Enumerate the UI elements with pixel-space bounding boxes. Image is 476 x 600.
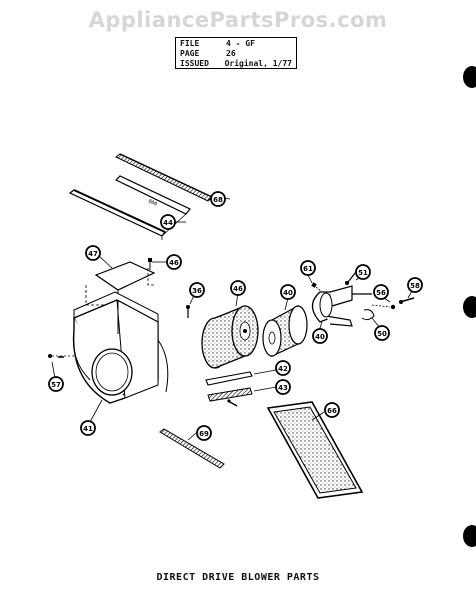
bracket-part-43	[207, 387, 253, 407]
callout-47: 47	[85, 245, 101, 261]
callout-label: 57	[51, 381, 61, 389]
bracket-part-42	[205, 371, 253, 386]
callout-label: 44	[163, 219, 173, 227]
file-value: 4 - GF	[226, 39, 255, 48]
site-watermark: AppliancePartsPros.com	[88, 8, 388, 32]
callout-label: 58	[410, 282, 420, 290]
callout-label: 40	[283, 289, 293, 297]
issued-row: ISSUED Original, 1/77	[180, 59, 292, 69]
hardware-parts-56-50-58	[361, 297, 415, 321]
file-label: FILE	[180, 39, 200, 48]
callout-label: 66	[327, 407, 337, 415]
rail-part-69	[159, 428, 225, 469]
panel-part-47	[85, 258, 156, 306]
callout-57: 57	[48, 376, 64, 392]
rail-part-44: 000	[68, 175, 191, 240]
page-value: 26	[226, 49, 236, 58]
callout-label: 69	[199, 430, 209, 438]
callout-50: 50	[374, 325, 390, 341]
diagram-caption: DIRECT DRIVE BLOWER PARTS	[156, 572, 320, 583]
callout-36: 36	[189, 282, 205, 298]
callout-40a: 40	[280, 284, 296, 300]
callout-43: 43	[275, 379, 291, 395]
callout-label: 51	[358, 269, 368, 277]
callout-51: 51	[355, 264, 371, 280]
callout-label: 46	[169, 259, 179, 267]
callout-label: 50	[377, 330, 387, 338]
callout-46a: 46	[166, 254, 182, 270]
binder-hole-middle	[463, 296, 476, 318]
callout-41: 41	[80, 420, 96, 436]
callout-69: 69	[196, 425, 212, 441]
callout-label: 41	[83, 425, 93, 433]
callout-label: 61	[303, 265, 313, 273]
svg-text:000: 000	[147, 198, 158, 207]
binder-hole-top	[463, 66, 476, 88]
callout-66: 66	[324, 402, 340, 418]
callout-label: 36	[192, 287, 202, 295]
callout-label: 68	[213, 196, 223, 204]
callout-40b: 40	[312, 328, 328, 344]
filter-part-66	[266, 401, 364, 499]
callout-label: 43	[278, 384, 288, 392]
callout-label: 56	[376, 289, 386, 297]
callout-46b: 46	[230, 280, 246, 296]
motor-mount-bracket	[311, 271, 372, 327]
callout-label: 47	[88, 250, 98, 258]
file-row: FILE 4 - GF	[180, 39, 292, 49]
screw-part-36	[186, 305, 190, 318]
callout-42: 42	[275, 360, 291, 376]
callout-label: 40	[315, 333, 325, 341]
page-label: PAGE	[180, 49, 200, 58]
callout-label: 46	[233, 285, 243, 293]
page-row: PAGE 26	[180, 49, 292, 59]
callout-58: 58	[407, 277, 423, 293]
callout-44: 44	[160, 214, 176, 230]
file-info-box: FILE 4 - GF PAGE 26 ISSUED Original, 1/7…	[175, 37, 297, 69]
issued-value: Original, 1/77	[224, 59, 292, 68]
blower-housing-part-41	[48, 291, 169, 404]
callout-label: 42	[278, 365, 288, 373]
callout-56: 56	[373, 284, 389, 300]
callout-68: 68	[210, 191, 226, 207]
issued-label: ISSUED	[180, 59, 209, 68]
blower-wheel-part-46	[201, 305, 259, 369]
motor-part-40	[262, 304, 308, 357]
callout-61: 61	[300, 260, 316, 276]
binder-hole-bottom	[463, 525, 476, 547]
